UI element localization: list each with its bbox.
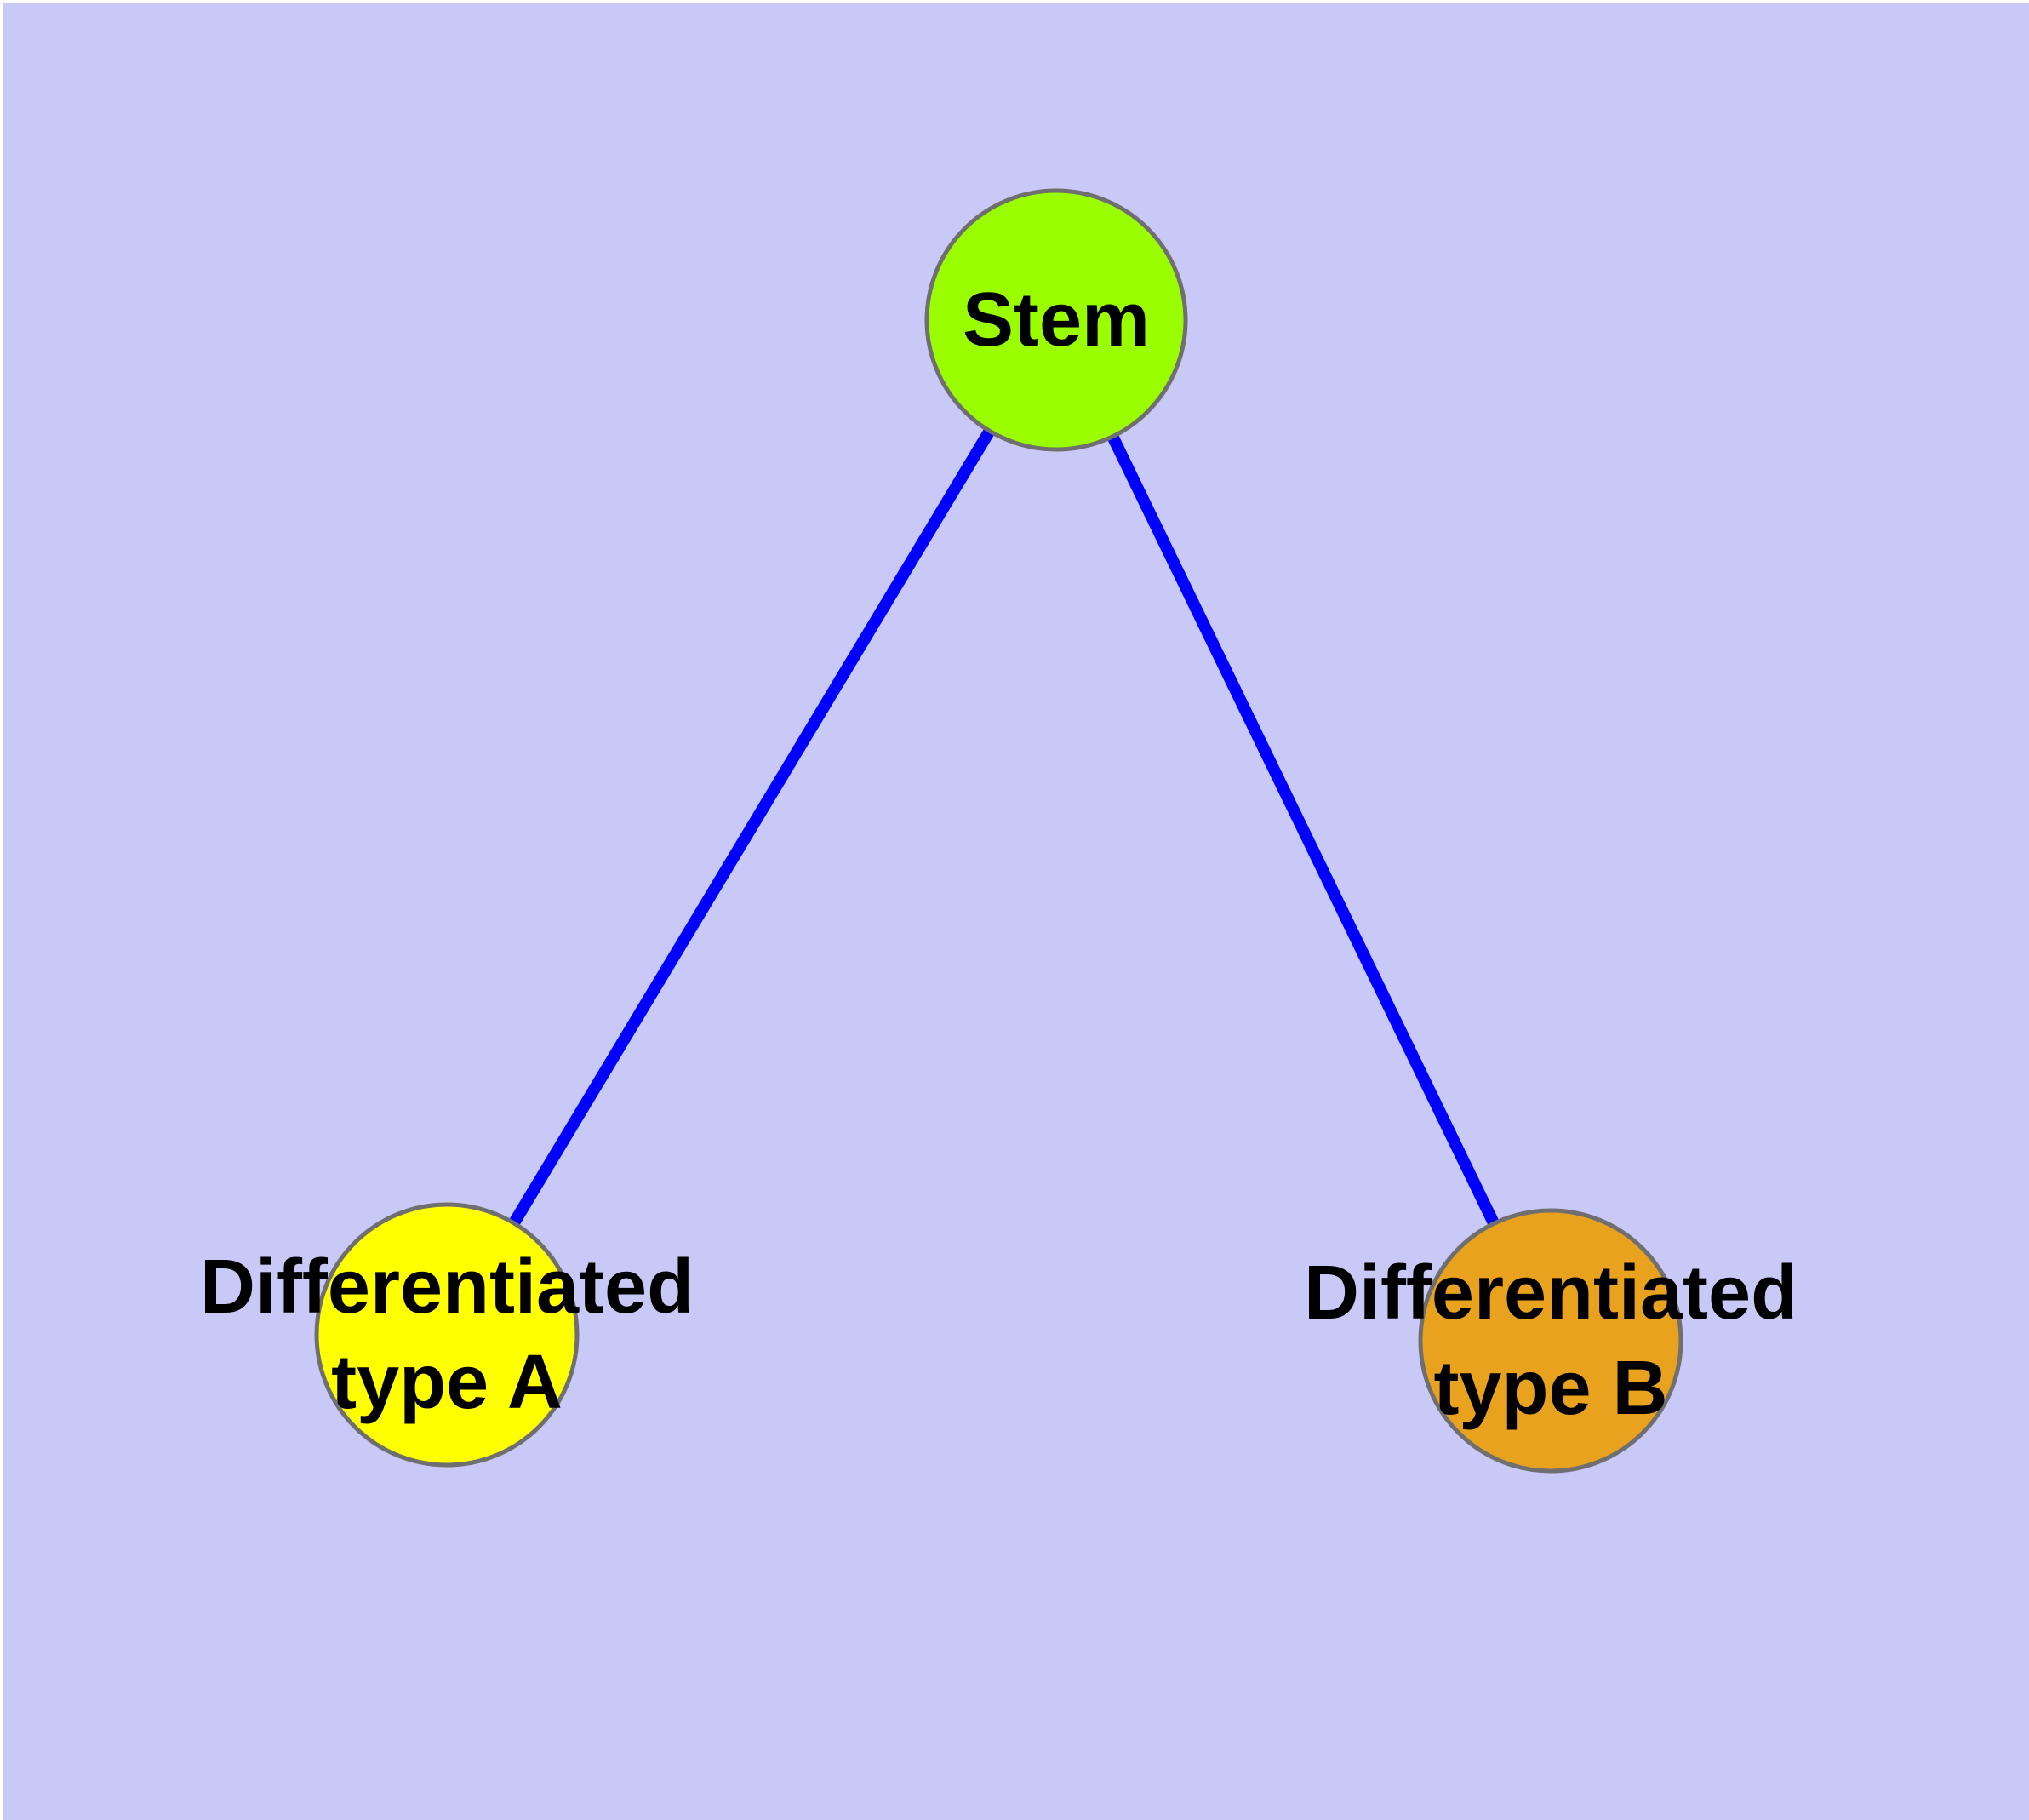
node-stem	[924, 188, 1188, 452]
node-differentiated-type-a	[314, 1202, 580, 1468]
node-differentiated-type-b	[1418, 1208, 1683, 1474]
edge-stem-to-differentiated-type-a	[441, 317, 1062, 1338]
graph-svg	[314, 188, 1683, 1474]
edge-stem-to-differentiated-type-b	[1050, 317, 1557, 1344]
